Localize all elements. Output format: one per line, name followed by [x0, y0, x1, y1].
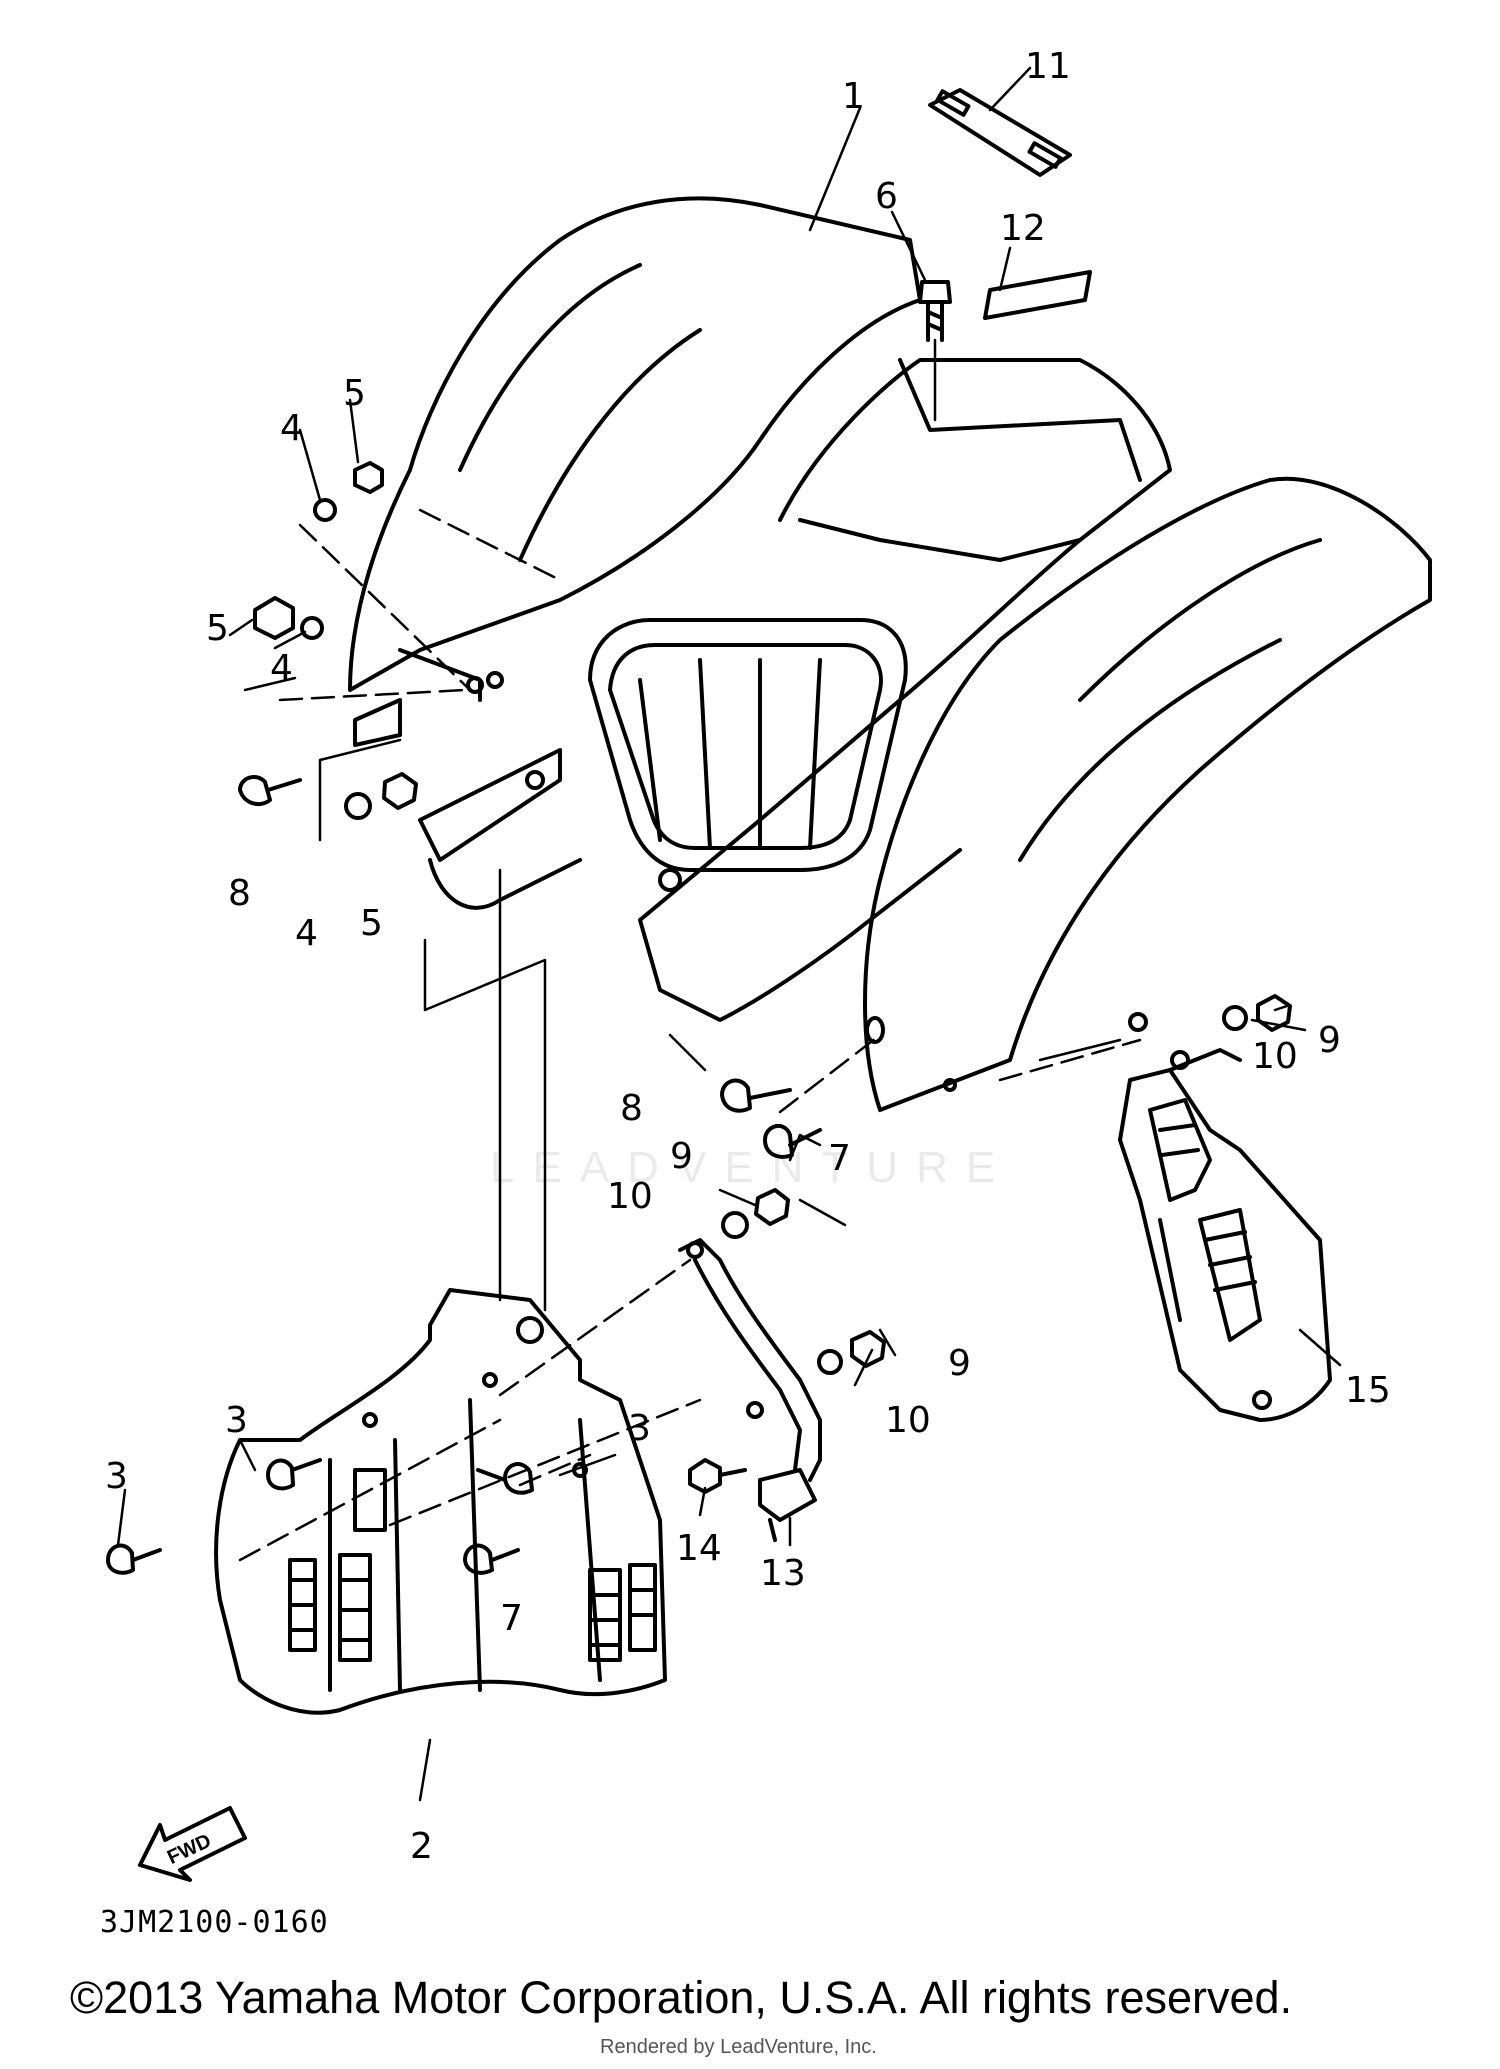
- assembly-solid-lines: [318, 738, 1122, 1312]
- callout-3b: 3: [628, 1408, 651, 1449]
- callout-3a: 3: [225, 1400, 248, 1441]
- copyright-notice: ©2013 Yamaha Motor Corporation, U.S.A. A…: [70, 1972, 1293, 2023]
- rendered-by-credit: Rendered by LeadVenture, Inc.: [600, 2036, 877, 2058]
- callout-6: 6: [875, 176, 898, 217]
- callout-8a: 8: [228, 873, 251, 914]
- callout-4c: 4: [295, 913, 318, 954]
- callout-13: 13: [760, 1553, 806, 1594]
- rear-flap-part[interactable]: [214, 1288, 667, 1715]
- callout-9b: 9: [670, 1136, 693, 1177]
- fastener-hardware[interactable]: [106, 461, 1292, 1575]
- watermark-text: LEADVENTURE: [490, 1143, 1013, 1192]
- strap-part[interactable]: [928, 88, 1072, 177]
- callout-10c: 10: [885, 1400, 931, 1441]
- assembly-dashed-lines: [238, 508, 1142, 1562]
- decal-part[interactable]: [983, 270, 1092, 320]
- callout-12: 12: [1000, 208, 1046, 249]
- callout-10b: 10: [607, 1176, 653, 1217]
- callout-8b: 8: [620, 1088, 643, 1129]
- callout-7a: 7: [828, 1138, 851, 1179]
- callout-5c: 5: [360, 903, 383, 944]
- callout-4b: 4: [270, 648, 293, 689]
- callout-11: 11: [1025, 46, 1071, 87]
- rear-fender-exploded-diagram: LEADVENTURE 1 2 3 3 3 4 4 4 5 5 5 6 7 7 …: [100, 46, 1432, 1940]
- callout-9a: 9: [1318, 1020, 1341, 1061]
- callout-7b: 7: [500, 1598, 523, 1639]
- leader-lines: [116, 66, 1342, 1802]
- callout-9c: 9: [948, 1343, 971, 1384]
- callout-5a: 5: [343, 373, 366, 414]
- side-guard-part[interactable]: [1118, 1048, 1332, 1422]
- callout-4a: 4: [280, 408, 303, 449]
- forward-arrow-icon: [138, 1806, 247, 1882]
- callout-14: 14: [676, 1528, 722, 1569]
- callout-3c: 3: [105, 1456, 128, 1497]
- diagram-code: 3JM2100-0160: [100, 1905, 329, 1940]
- lamp-bracket-part[interactable]: [678, 1238, 822, 1542]
- callout-labels: 1 2 3 3 3 4 4 4 5 5 5 6 7 7 8 8 9 9 9 10…: [100, 46, 1391, 1940]
- callout-15: 15: [1345, 1370, 1391, 1411]
- rear-fender-part[interactable]: [348, 196, 1432, 1112]
- callout-2: 2: [410, 1826, 433, 1867]
- callout-10a: 10: [1252, 1036, 1298, 1077]
- callout-1: 1: [842, 76, 865, 117]
- callout-5b: 5: [206, 608, 229, 649]
- bolt-6-part[interactable]: [918, 280, 952, 342]
